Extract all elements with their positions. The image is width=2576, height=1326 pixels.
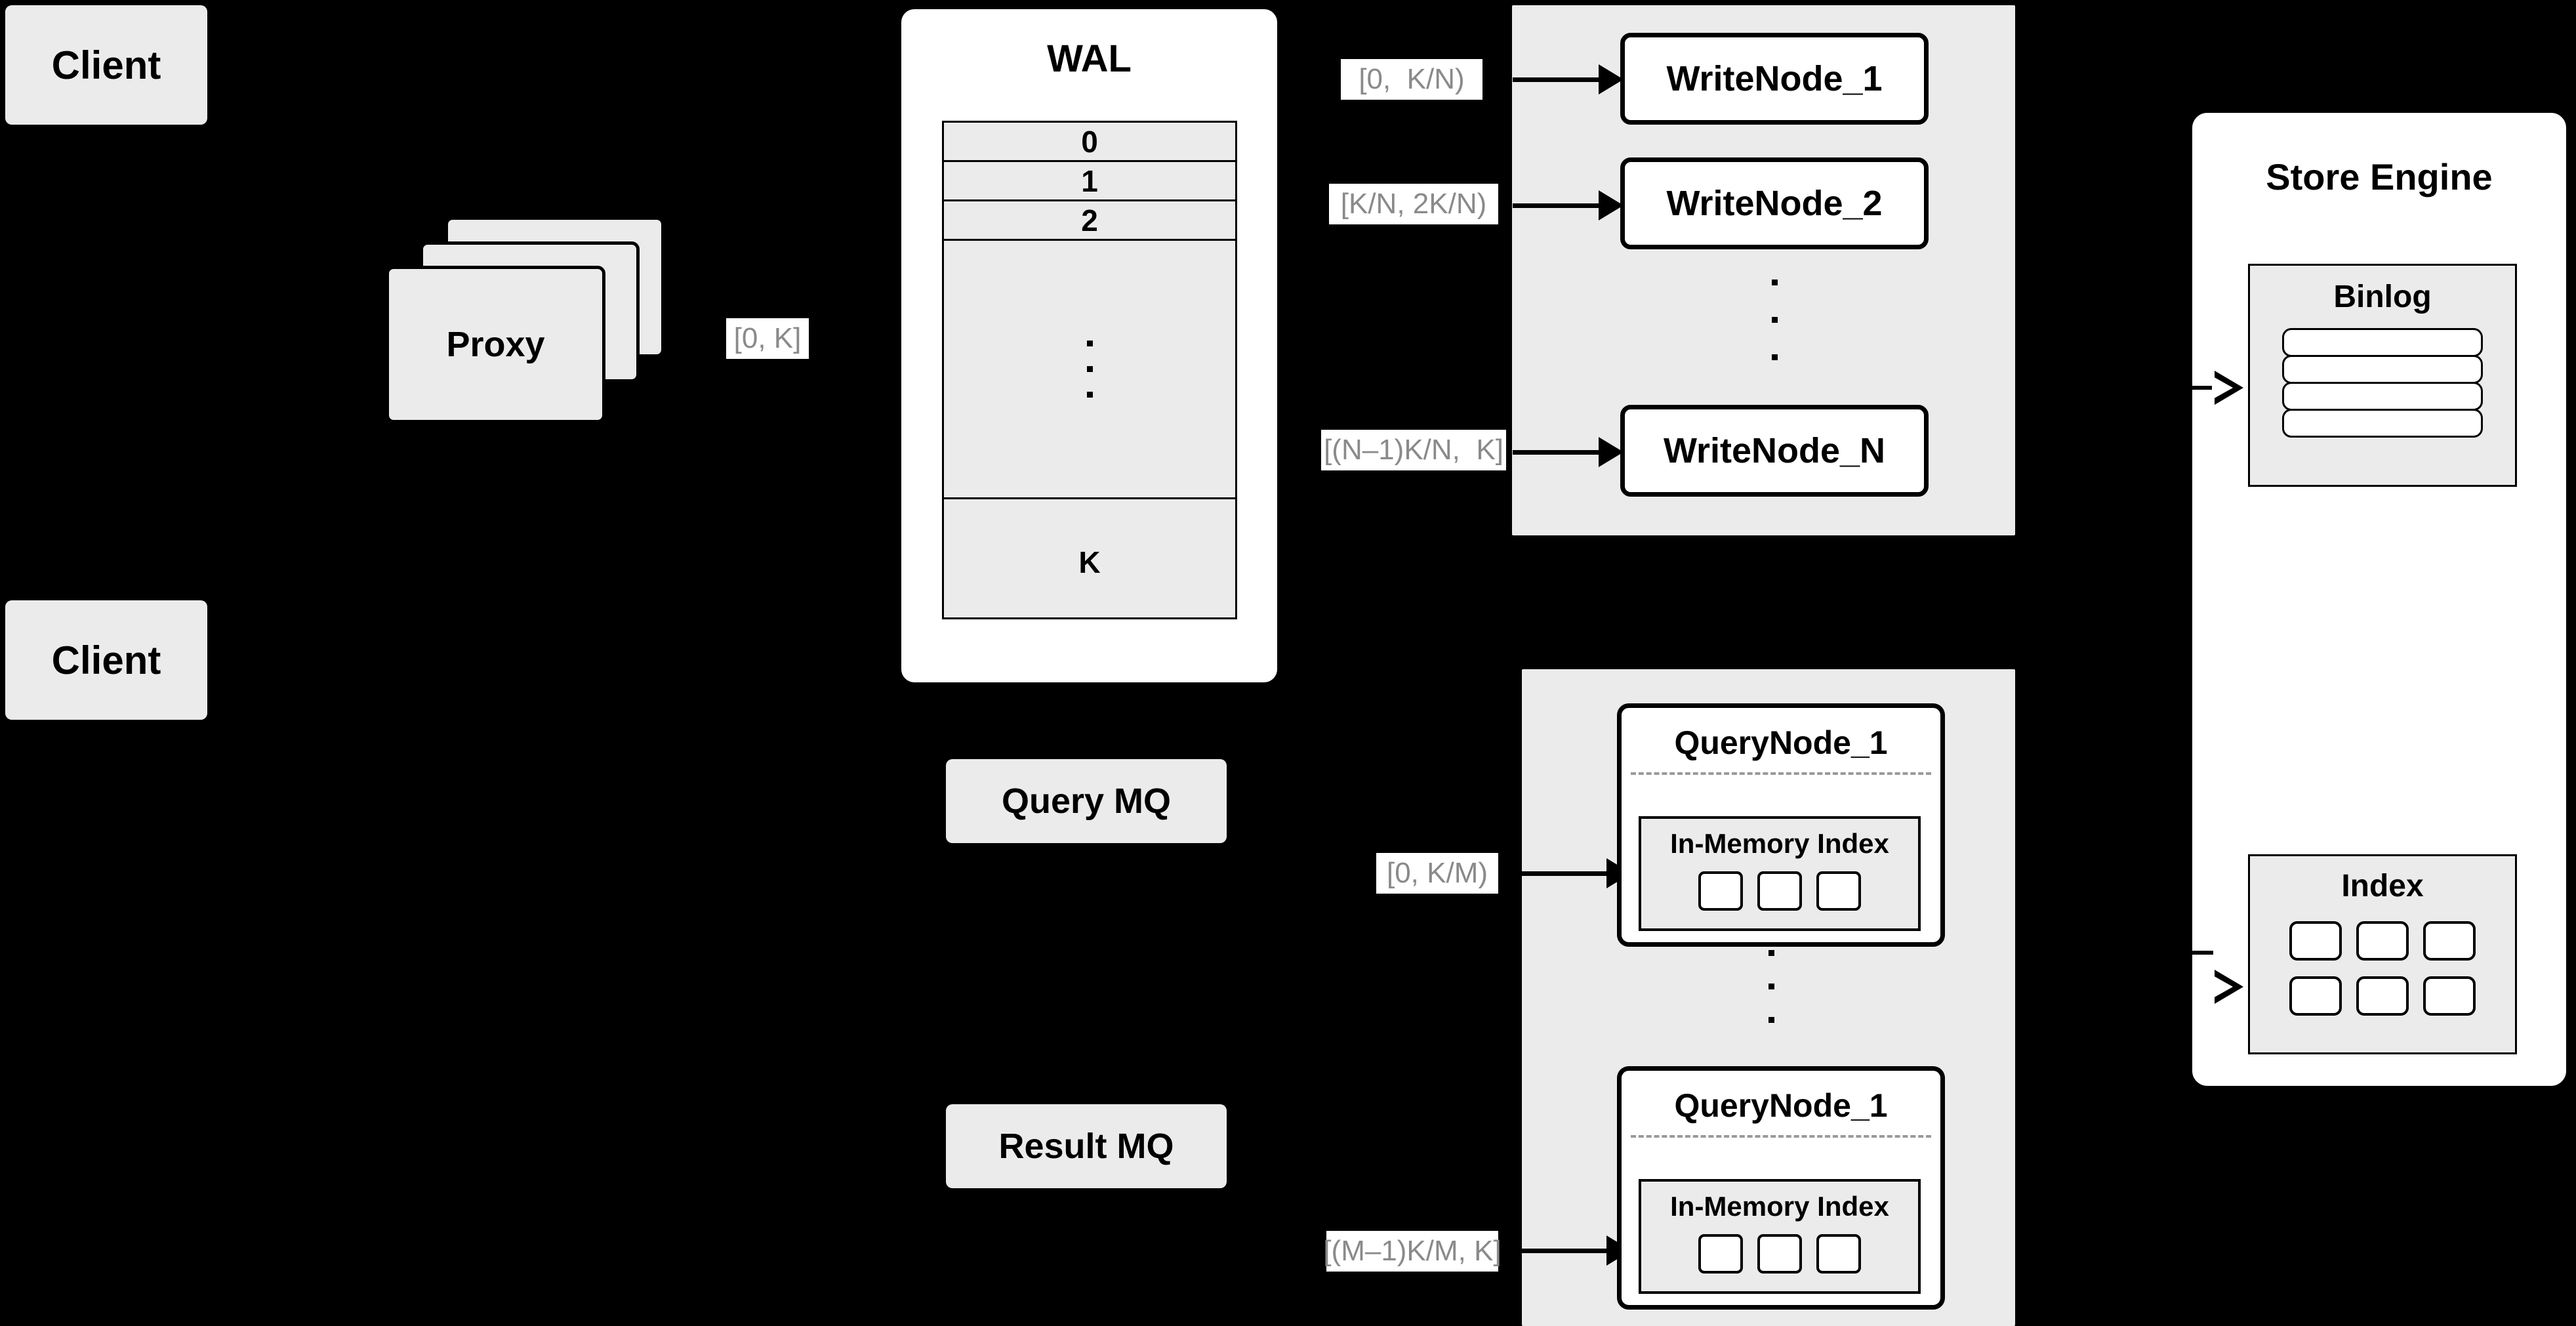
edge-label-write-2: [K/N, 2K/N) — [1329, 184, 1498, 224]
wal-table: 0 1 2 K — [942, 121, 1237, 619]
arrow-query-m-line — [1521, 1249, 1609, 1253]
vertical-dots-icon — [1086, 341, 1093, 398]
store-index-cell[interactable] — [2423, 976, 2476, 1016]
arrow-write-n-line — [1513, 450, 1601, 455]
edge-label-text: [K/N, 2K/N) — [1340, 188, 1487, 220]
wal-row[interactable]: 2 — [944, 201, 1235, 241]
binlog-bar[interactable] — [2282, 328, 2483, 357]
query-node-title: QueryNode_1 — [1674, 724, 1888, 761]
in-memory-index-title: In-Memory Index — [1670, 1191, 1889, 1222]
edge-label-query-1: [0, K/M) — [1376, 853, 1498, 894]
edge-label-write-1: [0, K/N) — [1341, 59, 1482, 100]
index-cell[interactable] — [1757, 871, 1802, 911]
in-memory-index-cells — [1698, 871, 1861, 911]
write-node-n[interactable]: WriteNode_N — [1620, 405, 1929, 497]
edge-label-text: [0, K/M) — [1386, 857, 1488, 889]
wal-row[interactable]: 0 — [944, 123, 1235, 162]
query-mq-box[interactable]: Query MQ — [946, 759, 1227, 843]
binlog-title: Binlog — [2333, 280, 2432, 314]
index-cell[interactable] — [1698, 871, 1743, 911]
write-node-label: WriteNode_N — [1663, 431, 1886, 470]
index-cell[interactable] — [1698, 1234, 1743, 1274]
wal-row-label: 0 — [1081, 124, 1098, 159]
write-node-label: WriteNode_2 — [1666, 184, 1883, 223]
in-memory-index-cells — [1698, 1234, 1861, 1274]
edge-label-text: [0, K/N) — [1359, 63, 1465, 95]
query-node-2[interactable]: QueryNode_1 In-Memory Index — [1617, 1066, 1945, 1310]
write-node-2[interactable]: WriteNode_2 — [1620, 157, 1929, 249]
edge-label-query-m: [(M–1)K/M, K] — [1323, 1231, 1502, 1272]
client-label: Client — [51, 638, 161, 682]
client-box-1[interactable]: Client — [5, 5, 207, 125]
store-index-cell[interactable] — [2289, 976, 2342, 1016]
binlog-box: Binlog — [2248, 264, 2517, 487]
result-mq-label: Result MQ — [998, 1127, 1174, 1166]
binlog-bar[interactable] — [2282, 409, 2483, 438]
arrow-write-2-line — [1513, 203, 1601, 208]
index-cell[interactable] — [1757, 1234, 1802, 1274]
query-group-vertical-dots-icon — [1768, 950, 1774, 1023]
store-index-cell[interactable] — [2423, 921, 2476, 961]
query-node-separator — [1631, 772, 1931, 775]
arrow-write-1-line — [1513, 77, 1601, 82]
store-engine-container: Store Engine Binlog Index — [2188, 108, 2571, 1090]
arrow-to-binlog-head — [2212, 371, 2243, 405]
arrow-to-index-line — [2188, 951, 2213, 955]
wal-title: WAL — [1047, 37, 1132, 80]
write-node-label: WriteNode_1 — [1666, 59, 1883, 98]
arrow-query-1-line — [1521, 871, 1609, 876]
arrow-write-2-head — [1599, 190, 1624, 220]
client-box-2[interactable]: Client — [5, 600, 207, 720]
in-memory-index-box-1: In-Memory Index — [1639, 816, 1921, 931]
result-mq-box[interactable]: Result MQ — [946, 1104, 1227, 1188]
store-index-cell[interactable] — [2356, 976, 2409, 1016]
in-memory-index-title: In-Memory Index — [1670, 828, 1889, 859]
wal-row[interactable]: K — [944, 499, 1235, 625]
binlog-bar[interactable] — [2282, 355, 2483, 384]
wal-row-ellipsis — [944, 241, 1235, 499]
wal-row-label: 1 — [1081, 163, 1098, 198]
index-cell[interactable] — [1816, 871, 1861, 911]
arrow-to-binlog-line — [2188, 386, 2213, 390]
binlog-bar[interactable] — [2282, 382, 2483, 411]
wal-row-label: K — [1078, 545, 1101, 579]
store-index-grid — [2289, 921, 2476, 1016]
write-group-vertical-dots-icon — [1772, 280, 1778, 360]
store-index-row — [2289, 921, 2476, 961]
binlog-bars — [2282, 328, 2483, 438]
arrow-write-n-head — [1599, 437, 1624, 467]
in-memory-index-box-2: In-Memory Index — [1639, 1179, 1921, 1294]
store-index-row — [2289, 976, 2476, 1016]
query-node-1[interactable]: QueryNode_1 In-Memory Index — [1617, 703, 1945, 947]
edge-label-text: [(M–1)K/M, K] — [1323, 1235, 1502, 1267]
edge-label-text: [(N–1)K/N, K] — [1324, 434, 1503, 466]
proxy-box[interactable]: Proxy — [386, 266, 605, 423]
query-node-title: QueryNode_1 — [1674, 1087, 1888, 1124]
arrow-write-1-head — [1599, 64, 1624, 94]
query-mq-label: Query MQ — [1001, 781, 1172, 821]
proxy-label: Proxy — [446, 325, 545, 364]
wal-container: WAL 0 1 2 K — [897, 5, 1281, 686]
wal-row[interactable]: 1 — [944, 162, 1235, 201]
arrow-to-index-head — [2212, 970, 2243, 1004]
write-node-1[interactable]: WriteNode_1 — [1620, 33, 1929, 125]
edge-label-proxy-to-wal: [0, K] — [726, 318, 809, 359]
client-label: Client — [51, 43, 161, 87]
index-cell[interactable] — [1816, 1234, 1861, 1274]
store-index-cell[interactable] — [2289, 921, 2342, 961]
query-node-separator — [1631, 1135, 1931, 1138]
store-index-box: Index — [2248, 854, 2517, 1054]
store-index-title: Index — [2341, 869, 2424, 903]
store-index-cell[interactable] — [2356, 921, 2409, 961]
edge-label-text: [0, K] — [733, 322, 802, 354]
store-engine-title: Store Engine — [2266, 156, 2493, 197]
edge-label-write-n: [(N–1)K/N, K] — [1321, 430, 1506, 470]
wal-row-label: 2 — [1081, 203, 1098, 238]
